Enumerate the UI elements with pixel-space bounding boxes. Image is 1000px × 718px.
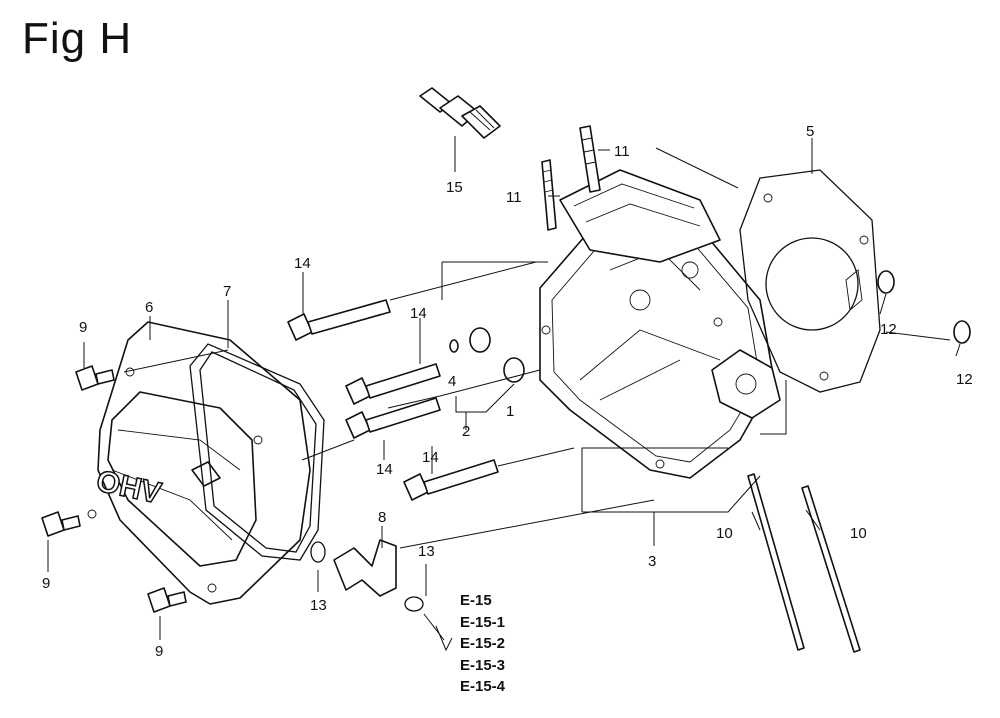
cover-gasket[interactable] <box>189 343 325 561</box>
callout-6: 6 <box>145 299 153 316</box>
callout-11-left: 11 <box>506 189 522 206</box>
figure-title: Fig H <box>22 14 133 63</box>
callout-14-top: 14 <box>294 255 311 272</box>
reference-link[interactable]: E-15-4 <box>460 678 506 695</box>
valve-cover[interactable]: OHV <box>87 321 311 605</box>
callout-3: 3 <box>648 553 656 570</box>
callout-9-left: 9 <box>42 575 50 592</box>
callout-2: 2 <box>462 423 470 440</box>
callout-13-right: 13 <box>418 543 435 560</box>
callout-1: 1 <box>506 403 514 420</box>
push-rod-left[interactable] <box>747 473 805 651</box>
callout-15: 15 <box>446 179 463 196</box>
dowel-pin-lower[interactable] <box>953 320 971 344</box>
head-bolt-mid1[interactable] <box>345 363 441 405</box>
head-gasket[interactable] <box>739 169 881 393</box>
callout-9-top: 9 <box>79 319 87 336</box>
tube-clip-left[interactable] <box>310 541 326 563</box>
callout-14-mid: 14 <box>410 305 427 322</box>
valve-seal[interactable] <box>449 339 459 353</box>
cover-bolt-top[interactable] <box>75 365 115 391</box>
callout-10-right: 10 <box>850 525 867 542</box>
reference-link[interactable]: E-15-2 <box>460 635 506 652</box>
callout-8: 8 <box>378 509 386 526</box>
callout-11-right: 11 <box>614 143 630 160</box>
reference-link[interactable]: E-15-1 <box>460 613 506 631</box>
valve-guide-2[interactable] <box>469 327 491 353</box>
stud-bolt-left[interactable] <box>541 159 557 231</box>
cylinder-head[interactable] <box>539 169 781 479</box>
head-bolt-bottom[interactable] <box>403 459 499 501</box>
breather-tube[interactable] <box>333 539 397 597</box>
cover-bolt-left[interactable] <box>41 511 81 537</box>
head-bolt-mid2[interactable] <box>345 397 441 439</box>
callout-14-lower: 14 <box>376 461 393 478</box>
valve-guide-1[interactable] <box>503 357 525 383</box>
leader-lines <box>47 138 961 652</box>
callout-10-left: 10 <box>716 525 733 542</box>
spark-plug[interactable] <box>419 87 501 172</box>
callout-13-left: 13 <box>310 597 327 614</box>
cover-bolt-bottom[interactable] <box>147 587 187 613</box>
callout-14-bottom: 14 <box>422 449 439 466</box>
callout-12-upper: 12 <box>880 321 897 338</box>
callout-4: 4 <box>448 373 456 390</box>
head-bolt-top[interactable] <box>287 299 391 341</box>
push-rod-right[interactable] <box>801 485 861 653</box>
dowel-pin-upper[interactable] <box>877 270 895 294</box>
callout-12-lower: 12 <box>956 371 973 388</box>
callout-5: 5 <box>806 123 814 140</box>
reference-link[interactable]: E-15 <box>460 592 492 609</box>
callout-7: 7 <box>223 283 231 300</box>
reference-link[interactable]: E-15-3 <box>460 656 506 674</box>
stud-bolt-right[interactable] <box>579 125 601 193</box>
callout-9-bottom: 9 <box>155 643 163 660</box>
tube-clip-right[interactable] <box>404 596 424 612</box>
reference-list: E-15 E-15-1 E-15-2 E-15-3 E-15-4 <box>460 590 505 698</box>
